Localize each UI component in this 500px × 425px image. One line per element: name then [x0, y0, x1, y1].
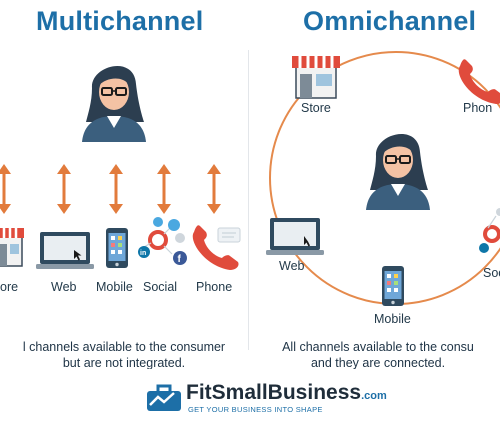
telephone-icon — [458, 59, 500, 104]
store-icon — [292, 56, 340, 99]
store-icon — [0, 228, 24, 267]
omnichannel-caption-line1: All channels available to the consu — [282, 340, 474, 354]
omni-label-phone: Phon — [463, 101, 493, 115]
laptop-icon — [266, 218, 324, 255]
arrow-phone — [207, 164, 221, 214]
omnichannel-diagram — [266, 51, 500, 306]
channel-label-web: Web — [51, 280, 77, 294]
brand-footer: FitSmallBusiness.com GET YOUR BUSINESS I… — [0, 369, 500, 425]
omni-label-mobile: Mobile — [374, 312, 411, 326]
channel-label-social: Social — [143, 280, 178, 294]
omni-label-store: Store — [301, 101, 331, 115]
panel-divider — [248, 50, 249, 350]
brand-name: FitSmallBusiness.com — [186, 381, 387, 405]
omnichannel-caption-line2: and they are connected. — [310, 356, 446, 370]
channel-label-phone: Phone — [196, 280, 233, 294]
omni-label-web: Web — [279, 259, 305, 273]
laptop-icon — [36, 232, 94, 269]
arrow-social — [157, 164, 171, 214]
briefcase-logo-icon — [147, 384, 181, 411]
arrows-group — [0, 164, 221, 214]
person-icon — [366, 134, 430, 210]
channel-label-store: ore — [0, 280, 19, 294]
mobile-phone-icon — [106, 228, 128, 268]
social-icon — [479, 208, 500, 253]
social-icon: f in — [138, 217, 187, 265]
arrow-store — [0, 164, 11, 214]
brand-tagline: GET YOUR BUSINESS INTO SHAPE — [188, 405, 323, 414]
svg-text:in: in — [140, 250, 146, 257]
brand-name-text: FitSmallBusiness — [186, 381, 362, 404]
person-icon — [82, 66, 146, 142]
channel-label-mobile: Mobile — [96, 280, 133, 294]
omnichannel-title: Omnichannel — [303, 6, 477, 36]
multichannel-title: Multichannel — [36, 6, 204, 36]
omnichannel-caption: All channels available to the consu and … — [256, 339, 500, 371]
multichannel-diagram: f in — [0, 66, 241, 270]
multichannel-caption: l channels available to the consumer but… — [0, 339, 248, 371]
svg-text:f: f — [178, 254, 182, 265]
multichannel-caption-line2: but are not integrated. — [62, 356, 186, 370]
brand-suffix: .com — [361, 390, 387, 402]
arrow-mobile — [109, 164, 123, 214]
mobile-phone-icon — [382, 266, 404, 306]
arrow-web — [57, 164, 71, 214]
omni-label-social: Soc — [483, 266, 500, 280]
telephone-icon — [192, 225, 241, 270]
multichannel-caption-line1: l channels available to the consumer — [22, 340, 226, 354]
